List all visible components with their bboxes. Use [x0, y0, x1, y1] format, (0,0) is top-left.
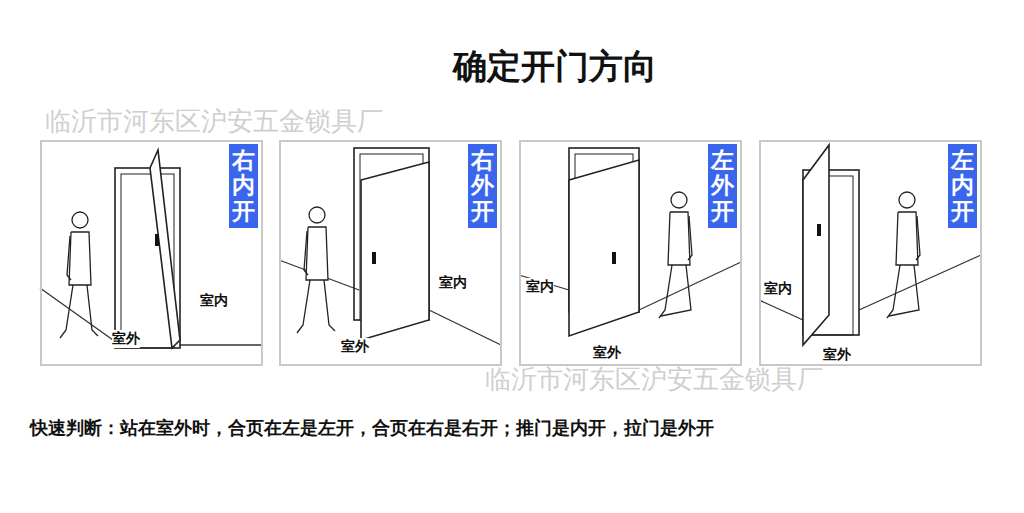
person-figure	[659, 192, 692, 318]
area-label: 室内	[439, 274, 467, 292]
watermark: 临沂市河东区沪安五金锁具厂	[485, 362, 823, 397]
direction-text: 左内开	[951, 148, 974, 224]
door-scene	[759, 145, 981, 345]
door-panel: 室内室外 左内开	[759, 140, 982, 366]
area-label: 室外	[112, 330, 140, 348]
area-label: 室外	[823, 346, 851, 364]
direction-tag: 右外开	[468, 144, 497, 228]
person-figure	[60, 212, 98, 338]
floor-line	[859, 255, 981, 310]
area-label: 室内	[200, 292, 228, 310]
floor-line	[429, 310, 501, 345]
door-leaf	[150, 150, 180, 348]
door-handle	[372, 252, 376, 264]
area-label: 室外	[341, 338, 369, 356]
door-leaf	[803, 145, 829, 345]
direction-tag: 左外开	[708, 144, 737, 228]
watermark: 临沂市河东区沪安五金锁具厂	[45, 104, 383, 139]
person-figure	[887, 192, 920, 318]
door-leaf	[569, 160, 639, 336]
direction-tag: 左内开	[948, 144, 977, 228]
direction-text: 右内开	[232, 148, 255, 224]
door-handle	[817, 224, 821, 236]
direction-tag: 右内开	[229, 144, 258, 228]
door-leaf	[361, 162, 429, 340]
note-text: 快速判断：站在室外时，合页在左是左开，合页在右是右开；推门是内开，拉门是外开	[30, 416, 714, 440]
area-label: 室内	[526, 278, 554, 296]
area-label: 室外	[593, 344, 621, 362]
direction-text: 左外开	[711, 148, 734, 224]
area-label: 室内	[764, 280, 792, 298]
floor-line	[180, 344, 262, 345]
door-handle	[155, 234, 159, 246]
diagram-title: 确定开门方向	[0, 44, 1024, 90]
door-panel: 室内室外 右外开	[279, 140, 502, 366]
door-handle	[612, 252, 616, 264]
door-panel: 室内室外 右内开	[40, 140, 263, 366]
floor-line	[40, 288, 120, 345]
door-panel: 室内室外 左外开	[519, 140, 742, 366]
person-figure	[297, 207, 335, 333]
floor-line	[759, 300, 803, 320]
direction-text: 右外开	[471, 148, 494, 224]
